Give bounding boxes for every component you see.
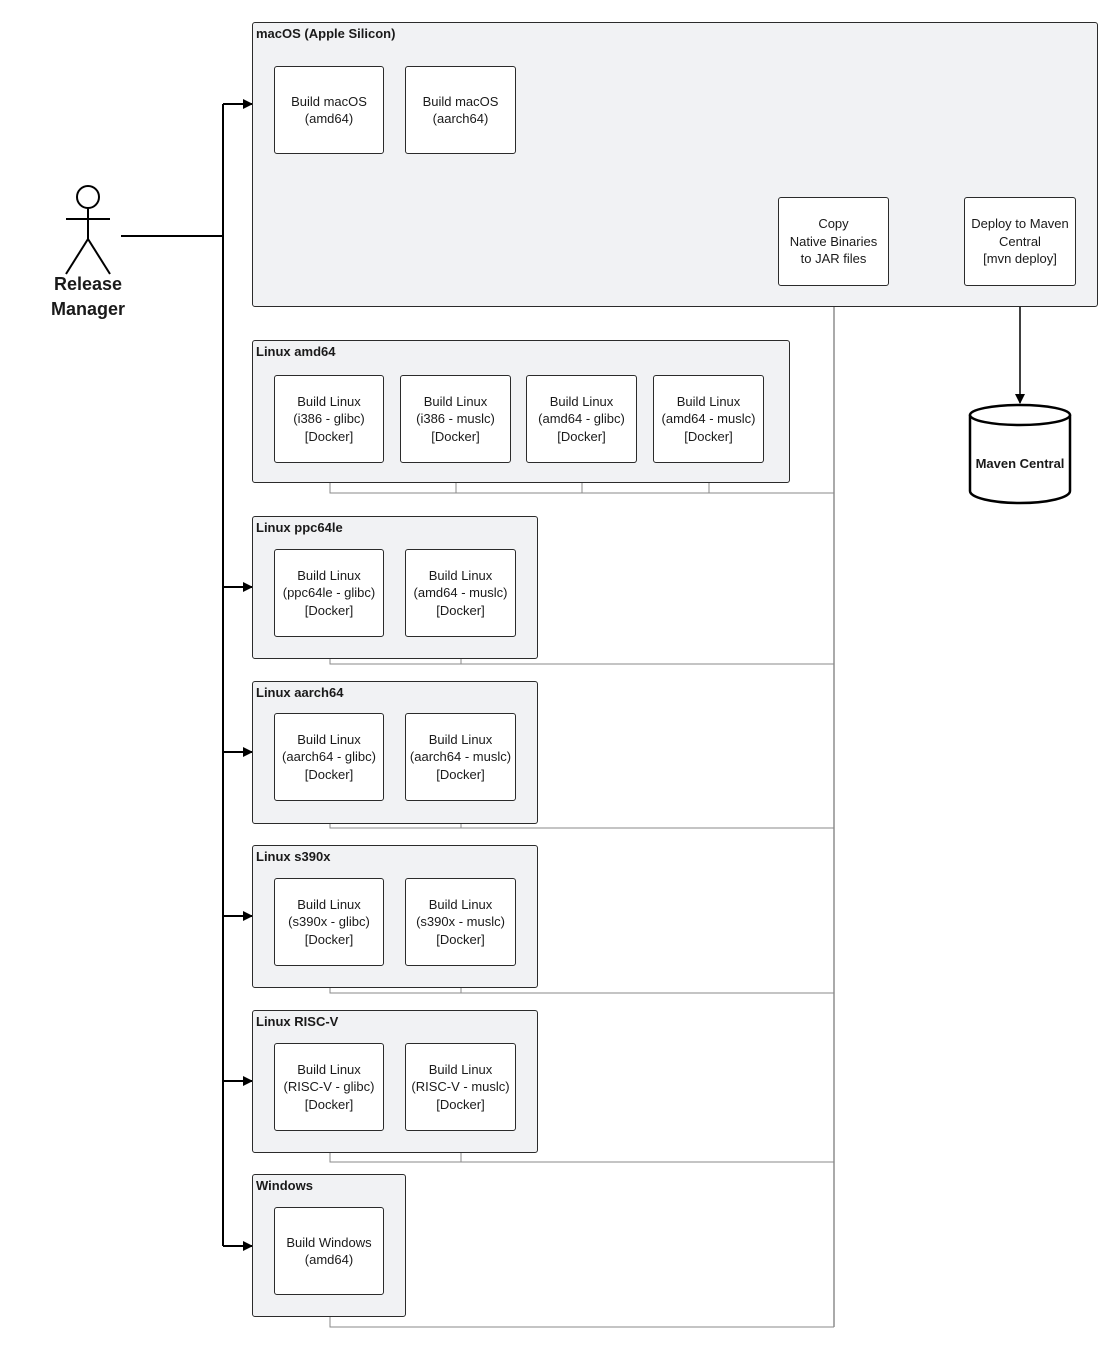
group-title: Windows bbox=[256, 1178, 313, 1193]
node-build-linux-i386-glibc[interactable]: Build Linux (i386 - glibc) [Docker] bbox=[274, 375, 384, 463]
node-label: Build Linux (i386 - muslc) [Docker] bbox=[416, 393, 495, 444]
group-title: Linux amd64 bbox=[256, 344, 336, 359]
node-build-linux-s390x-muslc[interactable]: Build Linux (s390x - muslc) [Docker] bbox=[405, 878, 516, 966]
node-label: Build Linux (amd64 - glibc) [Docker] bbox=[538, 393, 625, 444]
node-label: Build Linux (s390x - glibc) [Docker] bbox=[288, 896, 370, 947]
node-build-windows-amd64[interactable]: Build Windows (amd64) bbox=[274, 1207, 384, 1295]
group-title: Linux ppc64le bbox=[256, 520, 343, 535]
node-build-macos-amd64[interactable]: Build macOS (amd64) bbox=[274, 66, 384, 154]
node-label: Build Linux (ppc64le - glibc) [Docker] bbox=[282, 567, 376, 618]
node-build-linux-i386-muslc[interactable]: Build Linux (i386 - muslc) [Docker] bbox=[400, 375, 511, 463]
group-title: Linux aarch64 bbox=[256, 685, 344, 700]
node-label: Build Linux (amd64 - muslc) [Docker] bbox=[413, 567, 508, 618]
database-label: Maven Central bbox=[975, 456, 1065, 471]
group-title: Linux s390x bbox=[256, 849, 331, 864]
node-build-linux-riscv-muslc[interactable]: Build Linux (RISC-V - muslc) [Docker] bbox=[405, 1043, 516, 1131]
group-title: Linux RISC-V bbox=[256, 1014, 339, 1029]
node-label: Build Linux (RISC-V - muslc) [Docker] bbox=[411, 1061, 510, 1112]
node-build-linux-s390x-glibc[interactable]: Build Linux (s390x - glibc) [Docker] bbox=[274, 878, 384, 966]
node-build-linux-ppc64le-glibc[interactable]: Build Linux (ppc64le - glibc) [Docker] bbox=[274, 549, 384, 637]
node-build-linux-ppc64le-muslc[interactable]: Build Linux (amd64 - muslc) [Docker] bbox=[405, 549, 516, 637]
node-build-macos-aarch64[interactable]: Build macOS (aarch64) bbox=[405, 66, 516, 154]
node-label: Build Linux (amd64 - muslc) [Docker] bbox=[661, 393, 756, 444]
node-label: Build Linux (aarch64 - glibc) [Docker] bbox=[282, 731, 376, 782]
database-cylinder-icon bbox=[968, 403, 1072, 505]
node-label: Build Windows (amd64) bbox=[286, 1234, 372, 1268]
node-deploy-maven[interactable]: Deploy to Maven Central [mvn deploy] bbox=[964, 197, 1076, 286]
group-title: macOS (Apple Silicon) bbox=[256, 26, 396, 41]
node-label: Build Linux (i386 - glibc) [Docker] bbox=[293, 393, 365, 444]
node-build-linux-amd64-glibc[interactable]: Build Linux (amd64 - glibc) [Docker] bbox=[526, 375, 637, 463]
node-build-linux-aarch64-muslc[interactable]: Build Linux (aarch64 - muslc) [Docker] bbox=[405, 713, 516, 801]
group-macos: macOS (Apple Silicon) bbox=[252, 22, 1098, 307]
node-build-linux-aarch64-glibc[interactable]: Build Linux (aarch64 - glibc) [Docker] bbox=[274, 713, 384, 801]
node-label: Build Linux (RISC-V - glibc) [Docker] bbox=[283, 1061, 375, 1112]
stick-figure-icon bbox=[65, 185, 111, 275]
node-copy-binaries[interactable]: Copy Native Binaries to JAR files bbox=[778, 197, 889, 286]
node-label: Copy Native Binaries to JAR files bbox=[789, 216, 878, 267]
node-label: Deploy to Maven Central [mvn deploy] bbox=[971, 216, 1069, 267]
node-label: Build macOS (aarch64) bbox=[422, 93, 499, 127]
node-build-linux-amd64-muslc[interactable]: Build Linux (amd64 - muslc) [Docker] bbox=[653, 375, 764, 463]
node-label: Build Linux (aarch64 - muslc) [Docker] bbox=[409, 731, 512, 782]
node-build-linux-riscv-glibc[interactable]: Build Linux (RISC-V - glibc) [Docker] bbox=[274, 1043, 384, 1131]
actor-label: Release Manager bbox=[50, 274, 126, 319]
node-label: Build macOS (amd64) bbox=[291, 93, 367, 127]
node-label: Build Linux (s390x - muslc) [Docker] bbox=[416, 896, 505, 947]
